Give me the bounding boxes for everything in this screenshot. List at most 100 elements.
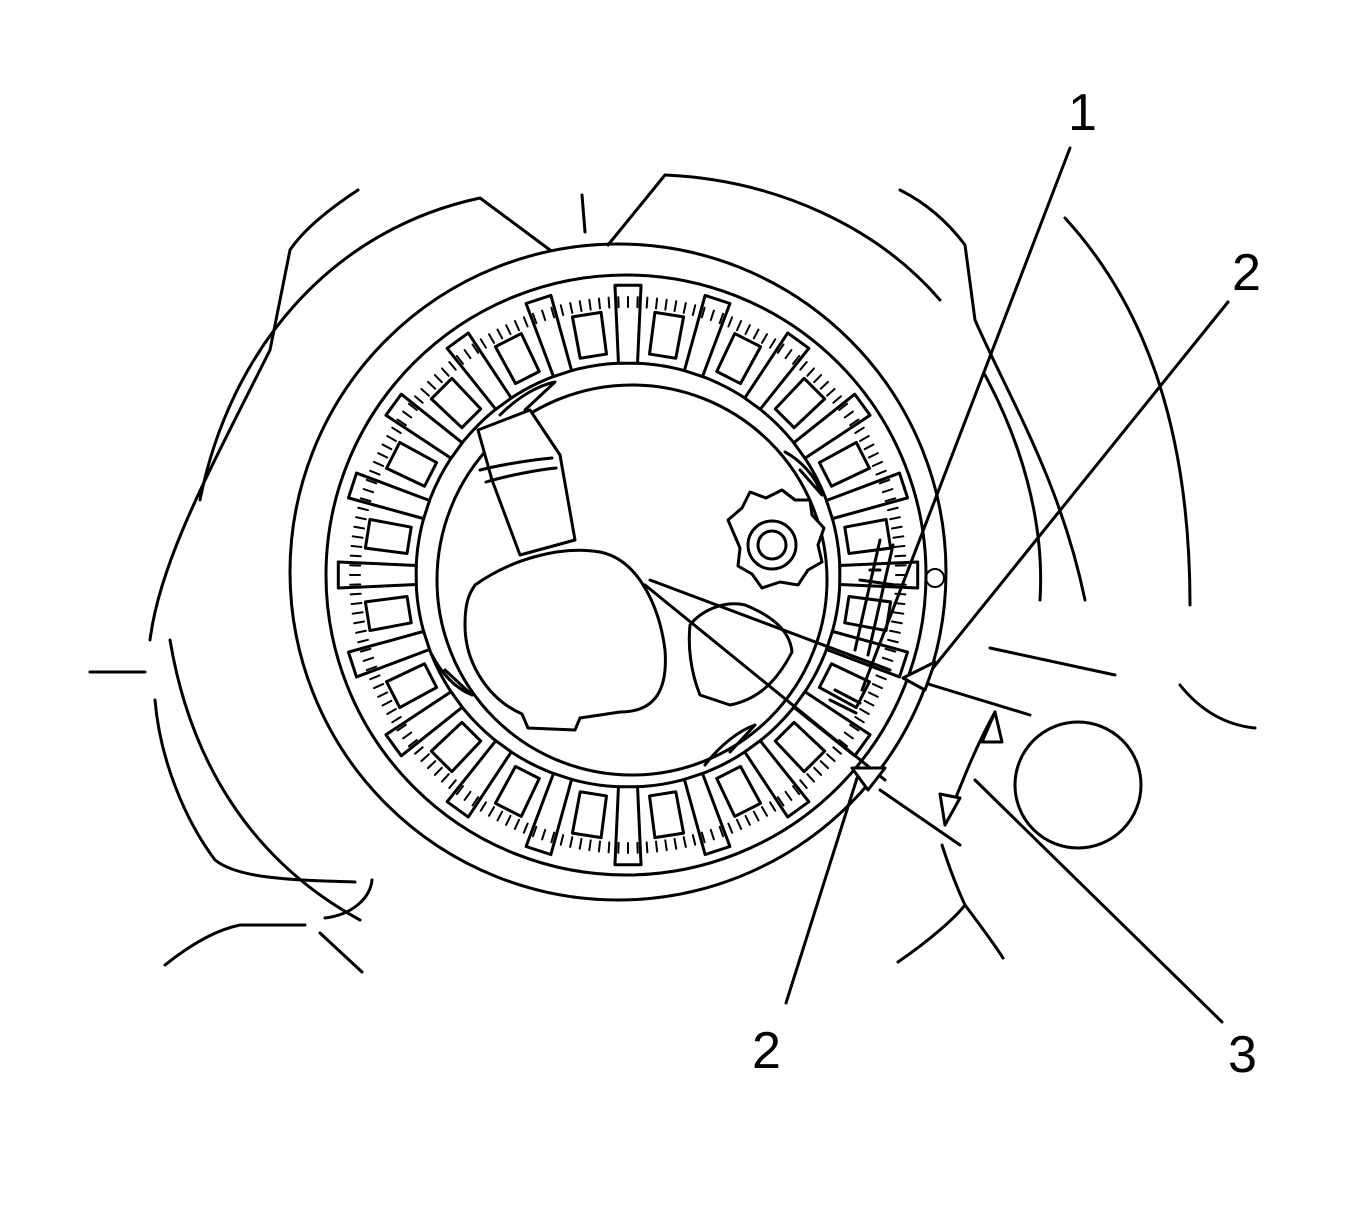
electrical-connector	[687, 602, 794, 707]
lock-ring-tick	[875, 674, 887, 681]
lock-ring-tick	[353, 525, 366, 530]
lock-ring-tick	[849, 723, 860, 732]
lock-ring-window	[715, 764, 763, 818]
lock-ring-window	[570, 310, 608, 360]
alignment-dot	[925, 568, 945, 588]
lock-ring-tick	[709, 309, 715, 322]
callout-1: 1	[1068, 84, 1097, 142]
callouts: 1 2 2 3	[752, 84, 1261, 1084]
lock-ring-tick	[433, 374, 443, 384]
lock-ring-window	[648, 310, 686, 360]
lock-ring-tick	[875, 469, 887, 476]
lock-ring-tick	[522, 316, 529, 328]
lock-ring-tick	[350, 602, 363, 606]
lock-ring-tab	[743, 331, 811, 411]
lock-ring-tick	[761, 333, 768, 344]
lock-ring-tab	[682, 771, 732, 857]
lock-ring-tick	[496, 328, 504, 340]
lock-ring-window	[715, 332, 763, 386]
lock-ring-window	[648, 790, 686, 840]
lock-ring-tick	[884, 647, 897, 653]
lock-ring-tick	[744, 324, 751, 336]
lock-ring-tick	[355, 516, 367, 521]
lock-ring-tab	[613, 785, 643, 867]
lock-ring-tick	[682, 302, 687, 314]
lock-ring-tick	[362, 488, 375, 494]
lock-ring-tick	[673, 300, 678, 313]
lock-ring-tab	[445, 331, 513, 411]
lock-ring-tick	[373, 460, 385, 467]
lock-ring-tick	[813, 766, 823, 776]
lock-ring-tick	[377, 691, 389, 698]
lock-ring-tick	[386, 708, 397, 715]
lock-ring-tick	[744, 814, 751, 826]
lock-ring-tick	[407, 738, 418, 748]
lock-ring-tab	[384, 690, 464, 758]
lock-ring-window	[817, 662, 871, 710]
lock-ring-tick	[350, 544, 363, 548]
lock-ring-tick	[433, 766, 443, 776]
lock-ring-tick	[806, 367, 816, 377]
leader-2b	[784, 773, 860, 1005]
lock-ring-tick	[859, 708, 870, 715]
fuel-line-tube	[1013, 720, 1143, 850]
dimension-arrowhead-top	[980, 710, 1004, 744]
lock-ring-tick	[881, 656, 894, 662]
callout-2a: 2	[1232, 244, 1261, 302]
lock-ring-tick	[673, 837, 678, 850]
lock-ring-tick	[736, 320, 743, 332]
lock-ring-tick	[569, 836, 574, 848]
fuel-fitting	[476, 408, 577, 557]
lock-ring-tick	[894, 554, 907, 558]
lock-ring-tick	[859, 435, 870, 442]
lock-ring-tick	[471, 343, 480, 354]
lock-ring-tick	[871, 683, 883, 690]
callout-3: 3	[1228, 1026, 1257, 1084]
lock-ring-tick	[813, 374, 823, 384]
lock-ring-tick	[854, 716, 865, 724]
lock-ring-tick	[402, 410, 413, 419]
lock-ring-tick	[559, 304, 565, 316]
lock-ring-tick	[578, 300, 583, 313]
lock-ring-tick	[838, 402, 849, 412]
lock-ring-tab	[824, 471, 910, 521]
lock-ring-window	[773, 376, 827, 430]
lock-ring-tick	[578, 837, 583, 850]
lock-ring-tick	[655, 297, 659, 310]
lock-ring-tick	[736, 818, 743, 830]
pump-module-top	[430, 380, 945, 767]
lock-ring-tick	[569, 302, 574, 314]
lock-ring-tick	[645, 841, 649, 854]
lock-ring-tick	[752, 328, 760, 340]
lock-ring-tick	[791, 354, 801, 365]
lock-ring-window	[843, 517, 893, 555]
lock-ring-tick	[664, 839, 668, 852]
extension-line-lower	[878, 788, 962, 847]
lock-ring-tick	[351, 535, 364, 539]
lock-ring-tick	[727, 822, 734, 834]
lock-ring-tick	[505, 814, 512, 826]
alignment-line-module	[648, 578, 892, 672]
lock-ring-window	[385, 662, 439, 710]
lock-ring-tick	[799, 779, 808, 789]
lock-ring-tab	[743, 739, 811, 819]
lock-ring-tick	[691, 834, 697, 846]
lock-ring-tick	[479, 338, 487, 349]
lock-ring-window	[570, 790, 608, 840]
lock-ring-tick	[887, 638, 899, 644]
lock-ring-tick	[541, 828, 547, 841]
lock-ring-tick	[700, 831, 706, 844]
lock-ring-window	[363, 595, 413, 633]
lock-ring-tick	[832, 395, 842, 404]
lock-ring-tick	[369, 469, 381, 476]
lock-ring-tab	[792, 392, 872, 460]
lock-ring-tick	[709, 828, 715, 841]
lock-ring-tick	[867, 691, 879, 698]
lock-ring-tick	[448, 361, 457, 371]
alignment-arrow-ring	[850, 766, 887, 792]
lock-ring-tick	[761, 806, 768, 817]
lock-ring-window	[385, 440, 439, 488]
lock-ring-tick	[776, 343, 785, 354]
lock-ring-tick	[522, 822, 529, 834]
